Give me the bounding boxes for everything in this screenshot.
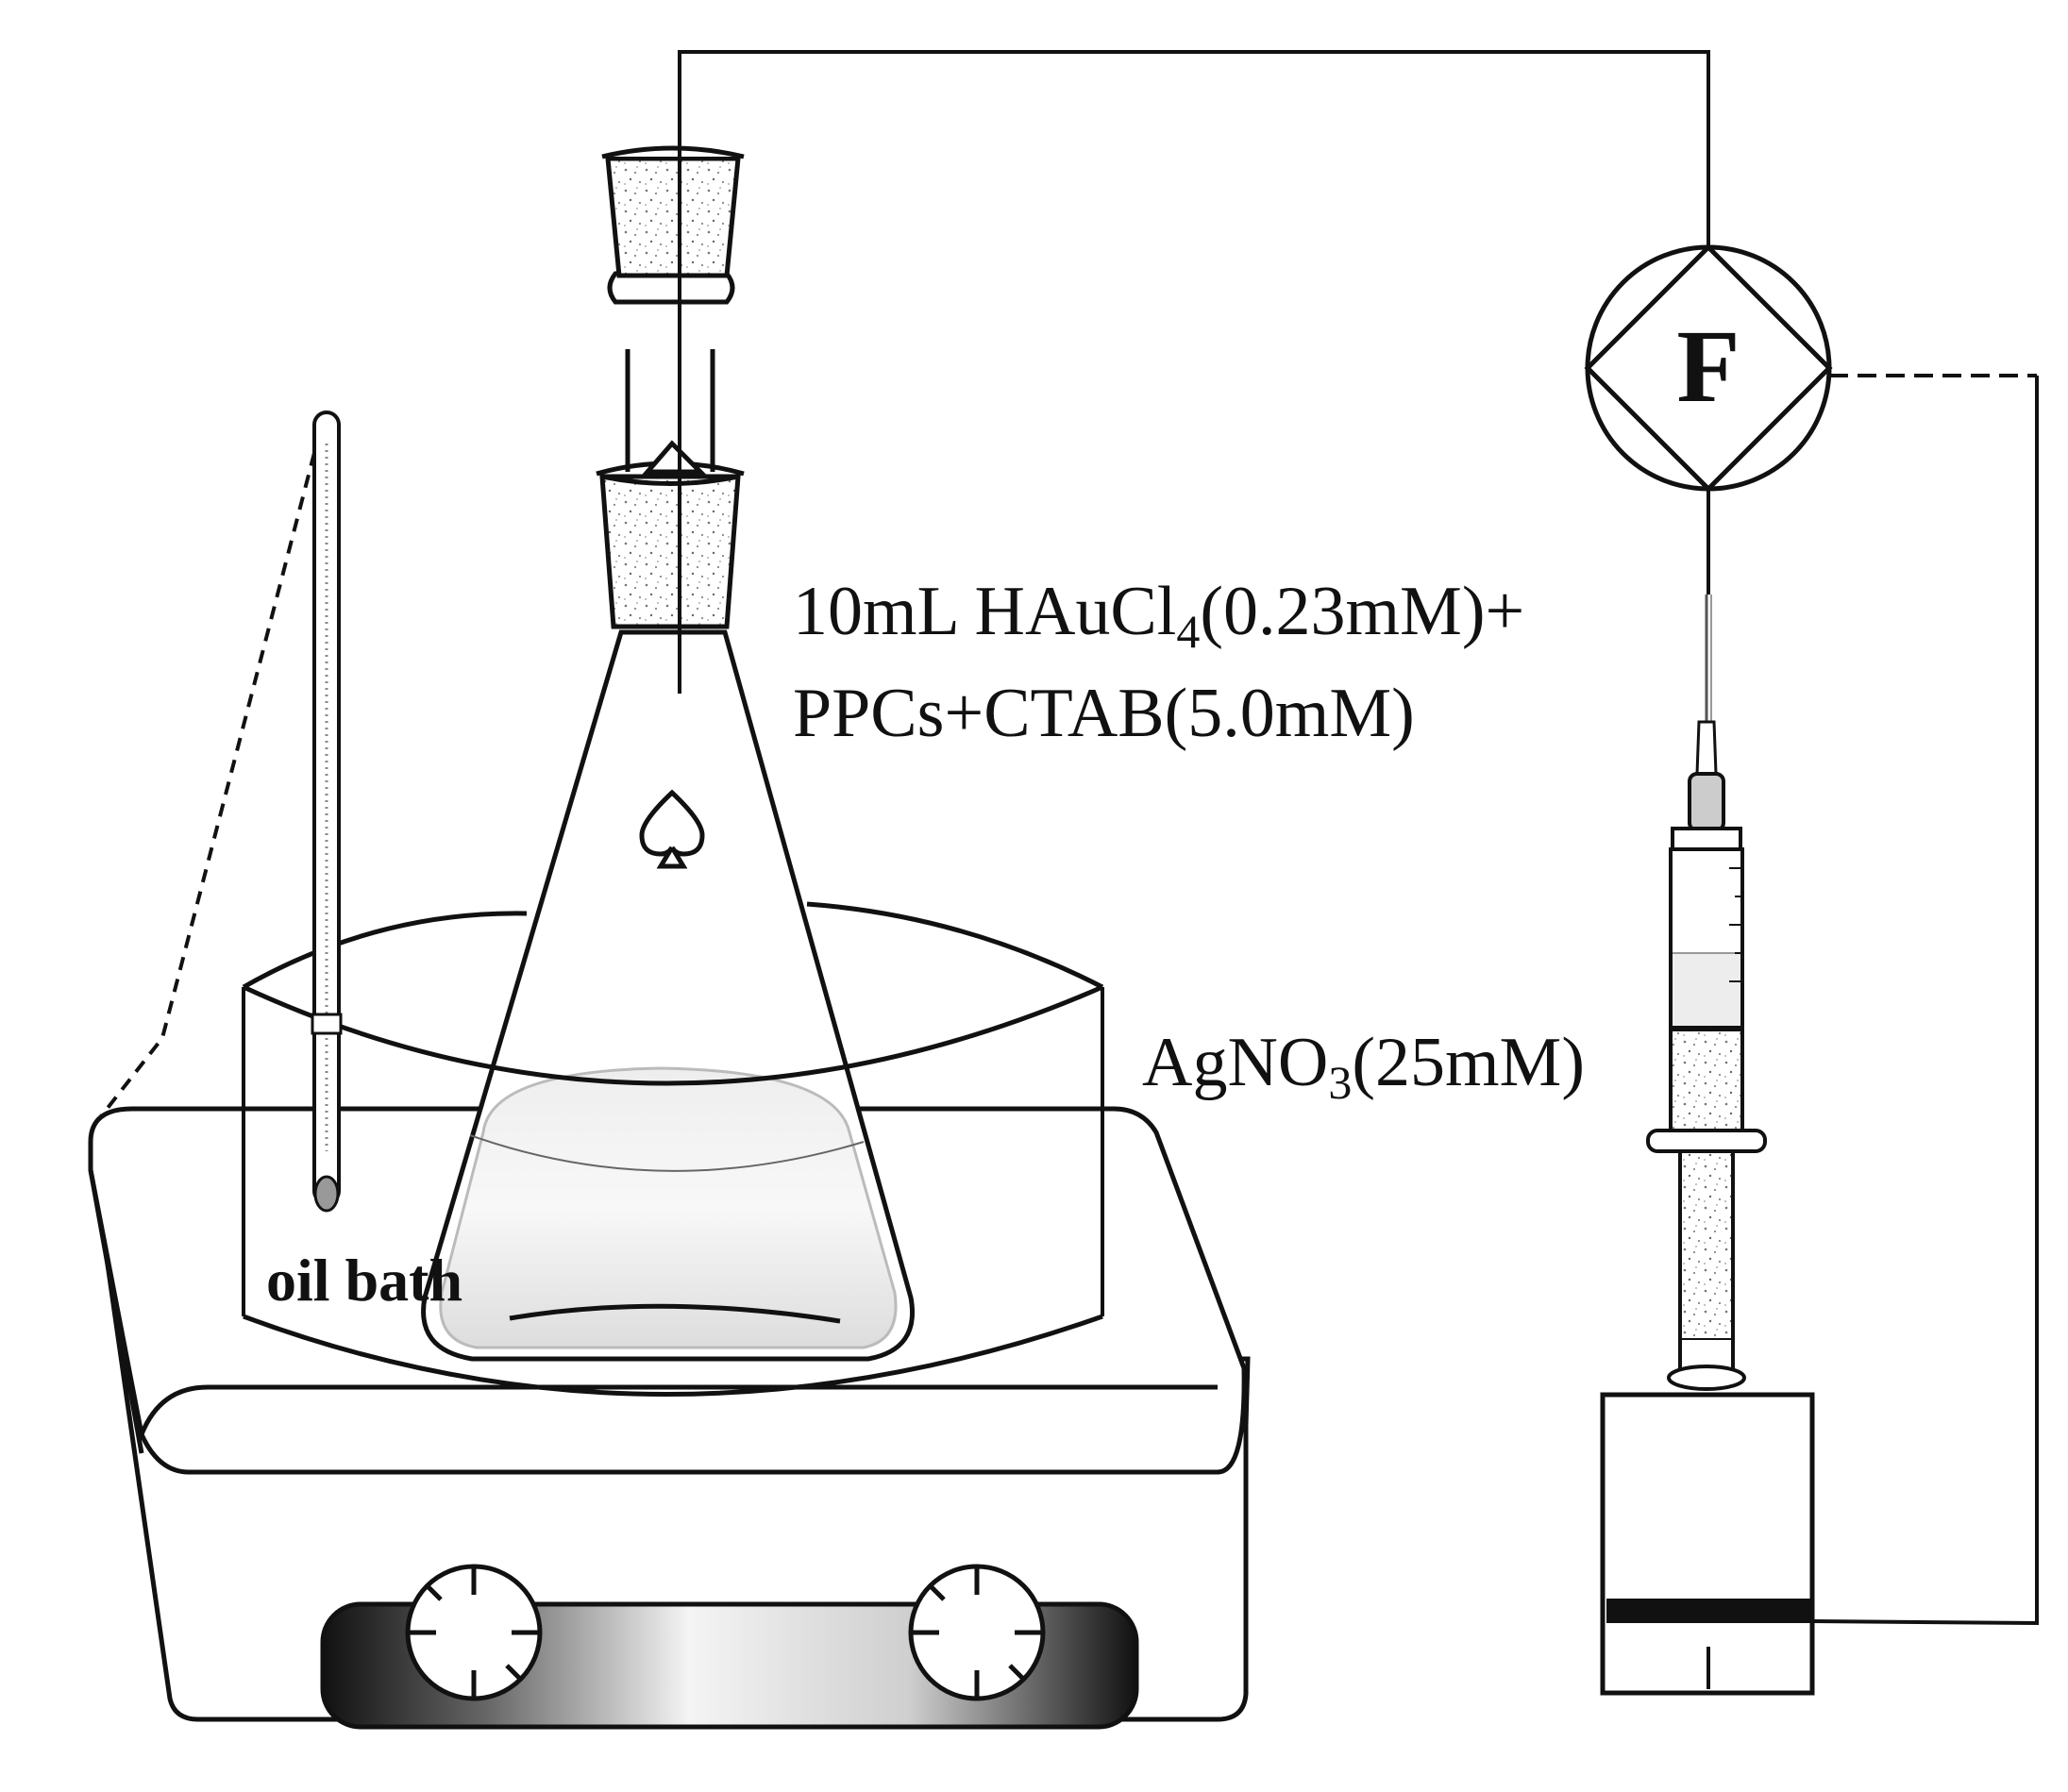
reactant-line1-suffix: (0.23mM)+: [1200, 573, 1524, 650]
silver-nitrate-label: AgNO3(25mM): [1142, 1024, 1585, 1109]
oil-bath-rim: [242, 901, 1104, 1086]
upper-stopper: [605, 156, 741, 278]
erlenmeyer-flask: [421, 145, 915, 1362]
reactant-line1-subscript: 4: [1176, 605, 1200, 658]
dial-knob-icon: [405, 1564, 543, 1701]
adapter-joint: [607, 271, 735, 305]
flow-controller-symbol: F: [1676, 309, 1740, 424]
syringe-needle: [1695, 489, 1718, 776]
thermometer: [311, 410, 343, 1213]
reactant-label: 10mL HAuCl4(0.23mM)+ PPCs+CTAB(5.0mM): [793, 573, 1524, 752]
silver-subscript: 3: [1328, 1056, 1352, 1109]
dial-knob-icon: [908, 1564, 1046, 1701]
syringe-liquid: [1673, 1027, 1740, 1130]
svg-text:AgNO3(25mM): AgNO3(25mM): [1142, 1024, 1585, 1109]
feed-tube-line: [678, 50, 1710, 694]
silver-suffix: (25mM): [1352, 1024, 1585, 1101]
lower-stopper: [599, 474, 741, 629]
flask-liquid: [439, 1066, 898, 1349]
syringe-pump: [1600, 1392, 1815, 1696]
syringe: [1646, 772, 1767, 1391]
clamp-dashed-line: [92, 452, 316, 1127]
oil-bath-label: oil bath: [266, 1247, 462, 1314]
oil-bath-container: [242, 987, 1104, 1397]
silver-prefix: AgNO: [1142, 1024, 1328, 1101]
reactant-line1-prefix: 10mL HAuCl: [793, 573, 1176, 650]
reactant-line2: PPCs+CTAB(5.0mM): [793, 675, 1415, 752]
flow-controller: F: [1584, 243, 1833, 493]
control-wire: [1811, 376, 2039, 1626]
spade-icon: [639, 789, 705, 869]
svg-text:10mL HAuCl4(0.23mM)+: 10mL HAuCl4(0.23mM)+: [793, 573, 1524, 658]
